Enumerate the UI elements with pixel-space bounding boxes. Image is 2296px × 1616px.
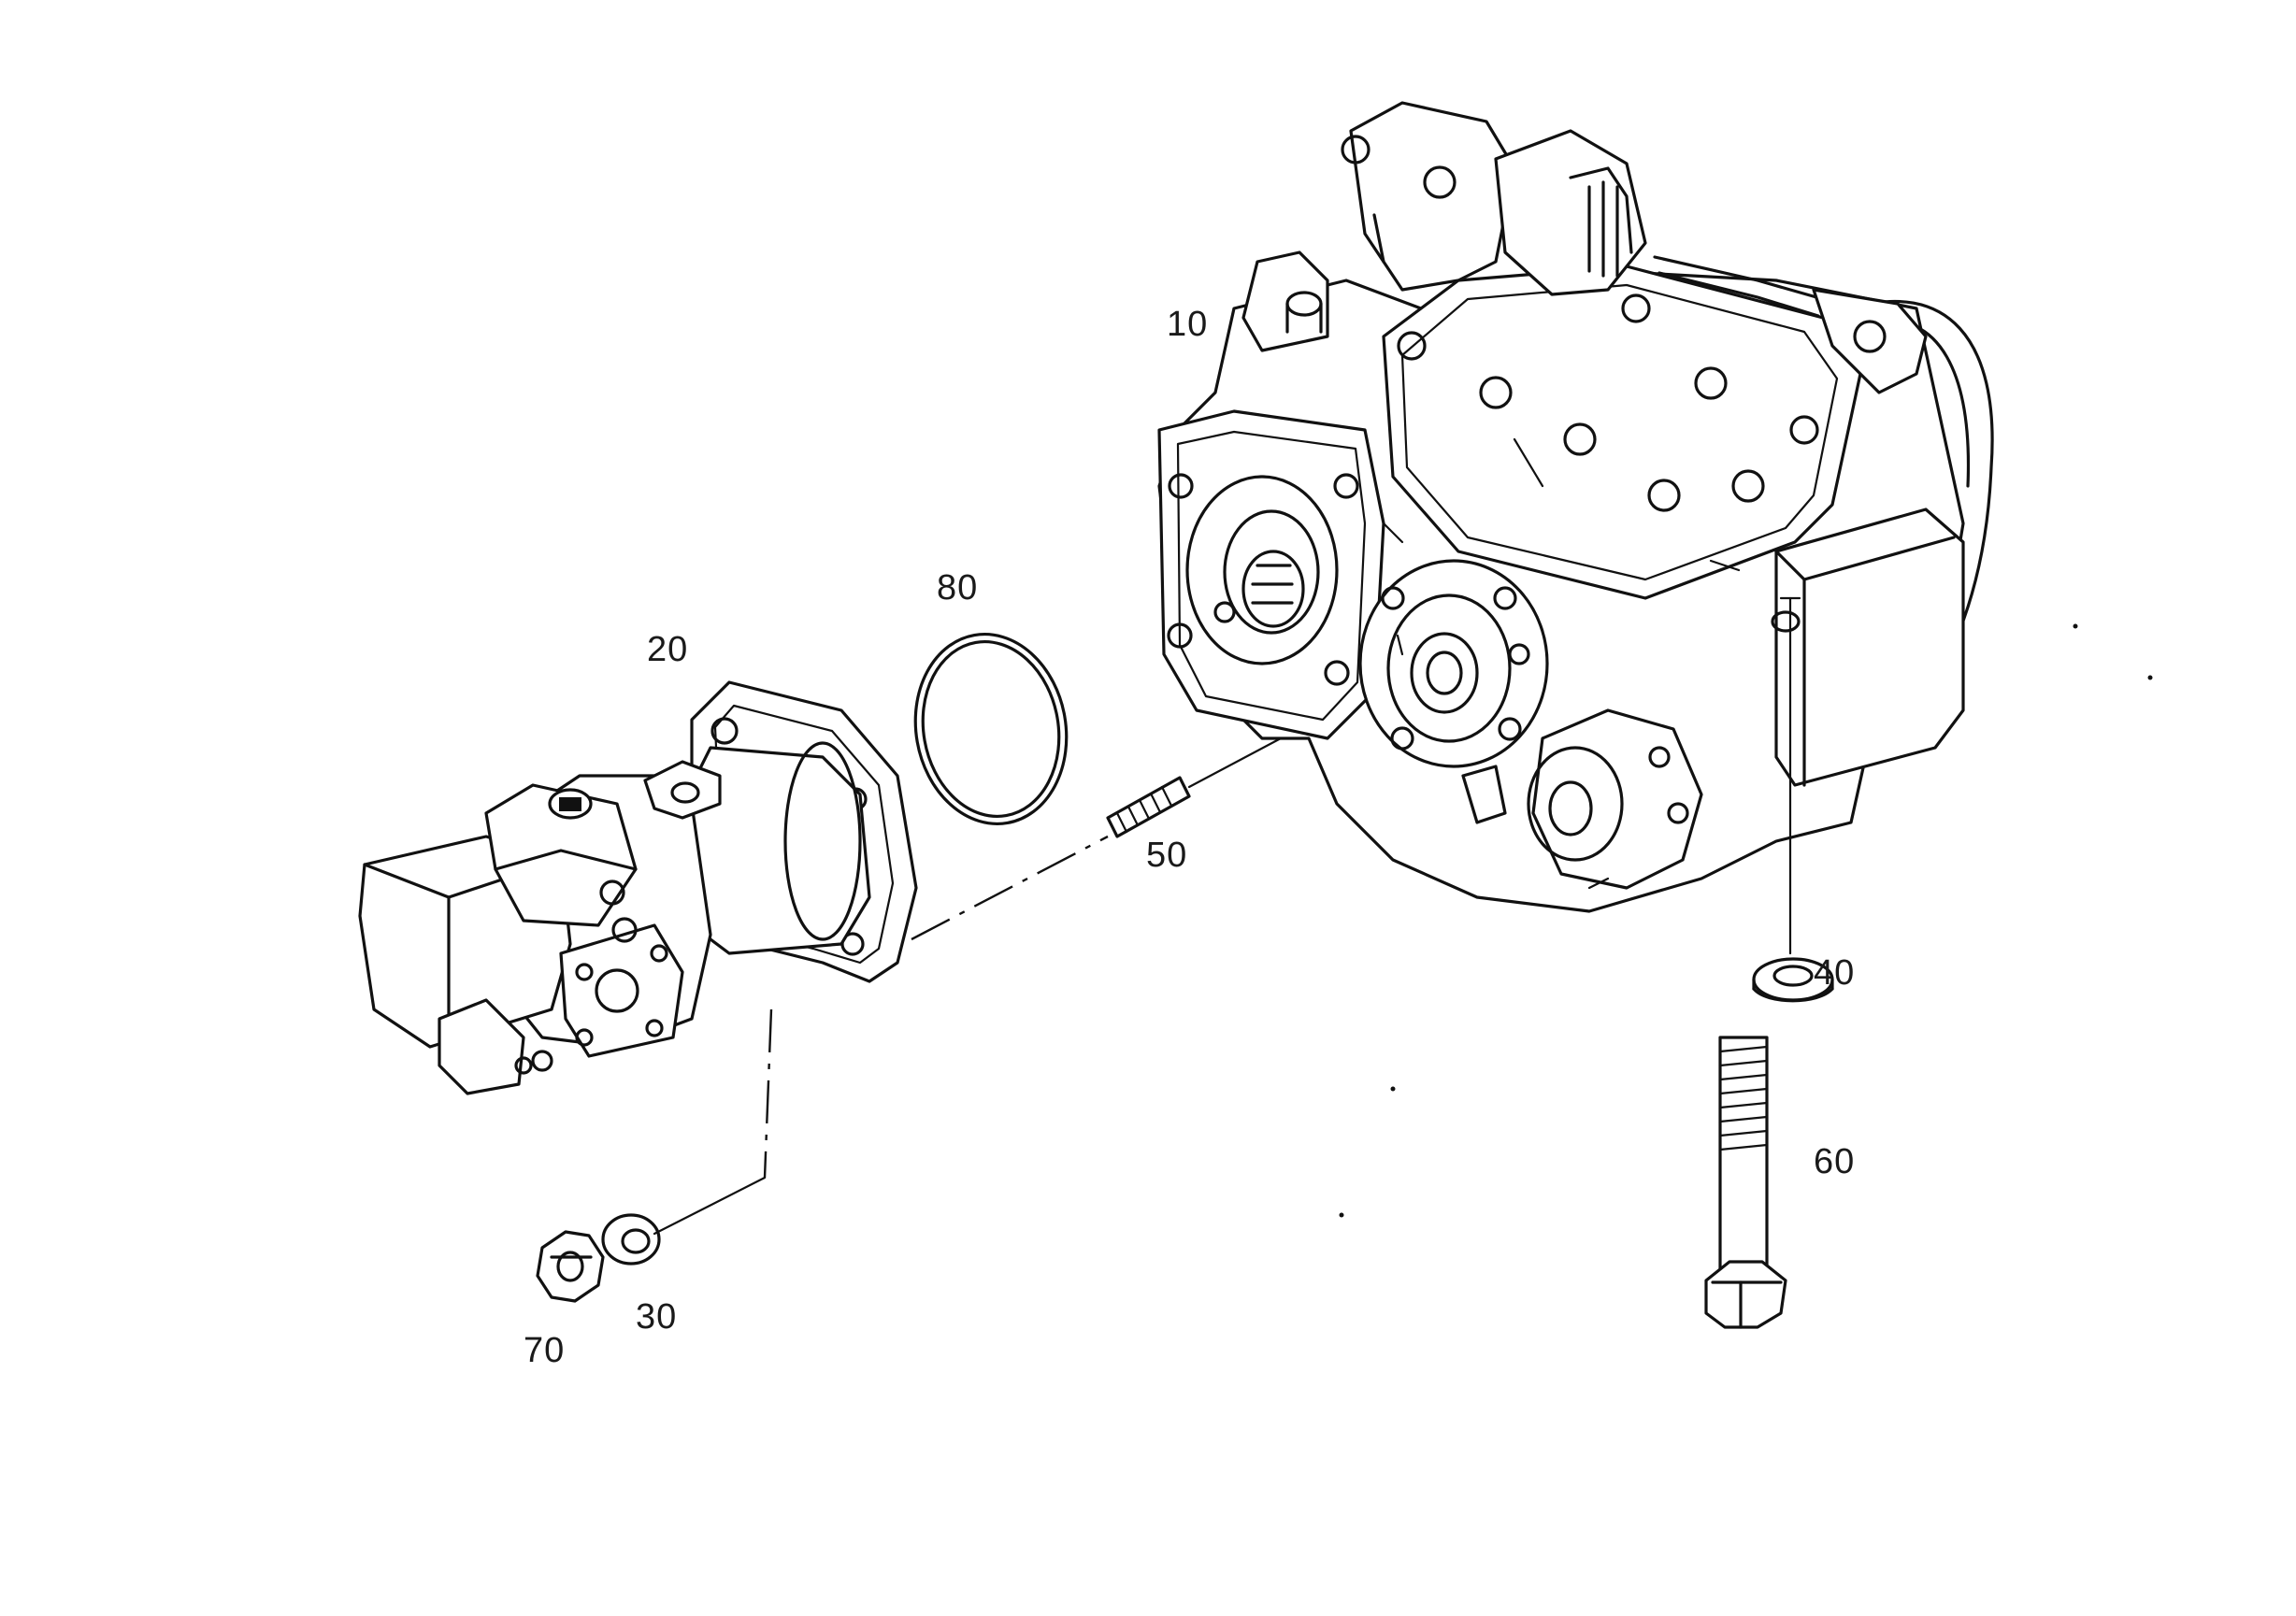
gearbox-housing-part [1157, 101, 1994, 913]
washer-large-part [1752, 957, 1834, 1003]
o-ring-part [913, 632, 1069, 826]
callout-60: 60 [1814, 1142, 1856, 1181]
callout-70: 70 [524, 1331, 566, 1370]
callout-80: 80 [937, 568, 979, 608]
hex-nut-part [536, 1230, 605, 1303]
hydraulic-motor-part [358, 680, 918, 1095]
callout-10: 10 [1167, 305, 1209, 344]
hex-bolt-part [1704, 1036, 1787, 1329]
stud-bolt-part [1106, 776, 1191, 838]
washer-small-part [601, 1213, 661, 1266]
callout-40: 40 [1814, 953, 1856, 993]
callout-50: 50 [1146, 836, 1188, 875]
callout-20: 20 [647, 630, 689, 669]
callout-30: 30 [636, 1297, 678, 1337]
assembly-lines [653, 596, 1801, 1236]
